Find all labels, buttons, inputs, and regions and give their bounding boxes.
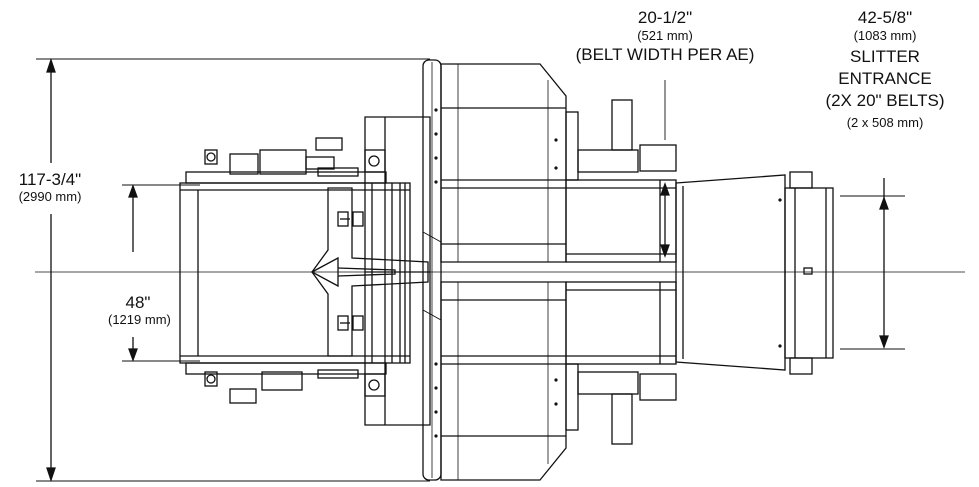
infeed-width-label: 48" (1219 mm) — [108, 293, 171, 327]
dimension-infeed-width — [122, 184, 200, 362]
vertical-side-rail — [422, 59, 442, 481]
main-frame-housing — [364, 116, 431, 426]
lower-drive-assembly — [185, 362, 387, 404]
infeed-width-metric: (1219 mm) — [108, 312, 171, 327]
belt-width-label: 20-1/2" (521 mm) (BELT WIDTH PER AE) — [545, 9, 785, 63]
slitter-entrance-hood — [675, 174, 786, 371]
dimension-slitter-entrance — [840, 178, 905, 350]
slitter-entrance-imperial: 42-5/8" — [857, 8, 913, 27]
bolt-markers — [434, 108, 782, 438]
slitter-entrance-line-3: (2X 20" BELTS) — [825, 91, 945, 110]
splitter-hood-upper — [440, 63, 567, 263]
belt-width-imperial: 20-1/2" — [637, 8, 693, 27]
slitter-housing — [784, 171, 834, 375]
slitter-entrance-line-2: ENTRANCE — [838, 69, 932, 88]
splitter-hood-lower — [440, 281, 567, 481]
dimension-overall-length — [36, 57, 430, 483]
slitter-entrance-metric: (1083 mm) — [853, 28, 917, 43]
overall-length-label: 117-3/4" (2990 mm) — [0, 171, 100, 203]
slitter-entrance-metric-detail: (2 x 508 mm) — [846, 115, 924, 130]
overall-length-metric: (2990 mm) — [18, 189, 82, 204]
dimension-belt-width — [660, 80, 670, 258]
discharge-conveyor-upper — [565, 99, 677, 263]
upper-drive-assembly — [185, 137, 387, 184]
slitter-entrance-line-1: SLITTER — [850, 47, 920, 66]
overall-length-imperial: 117-3/4" — [18, 170, 82, 189]
infeed-width-imperial: 48" — [125, 293, 151, 312]
slitter-entrance-label: 42-5/8" (1083 mm) SLITTER ENTRANCE (2X 2… — [800, 9, 970, 129]
belt-width-note: (BELT WIDTH PER AE) — [575, 45, 755, 64]
belt-width-metric: (521 mm) — [637, 28, 693, 43]
discharge-conveyor-lower — [565, 281, 677, 445]
infeed-conveyor — [179, 182, 429, 364]
